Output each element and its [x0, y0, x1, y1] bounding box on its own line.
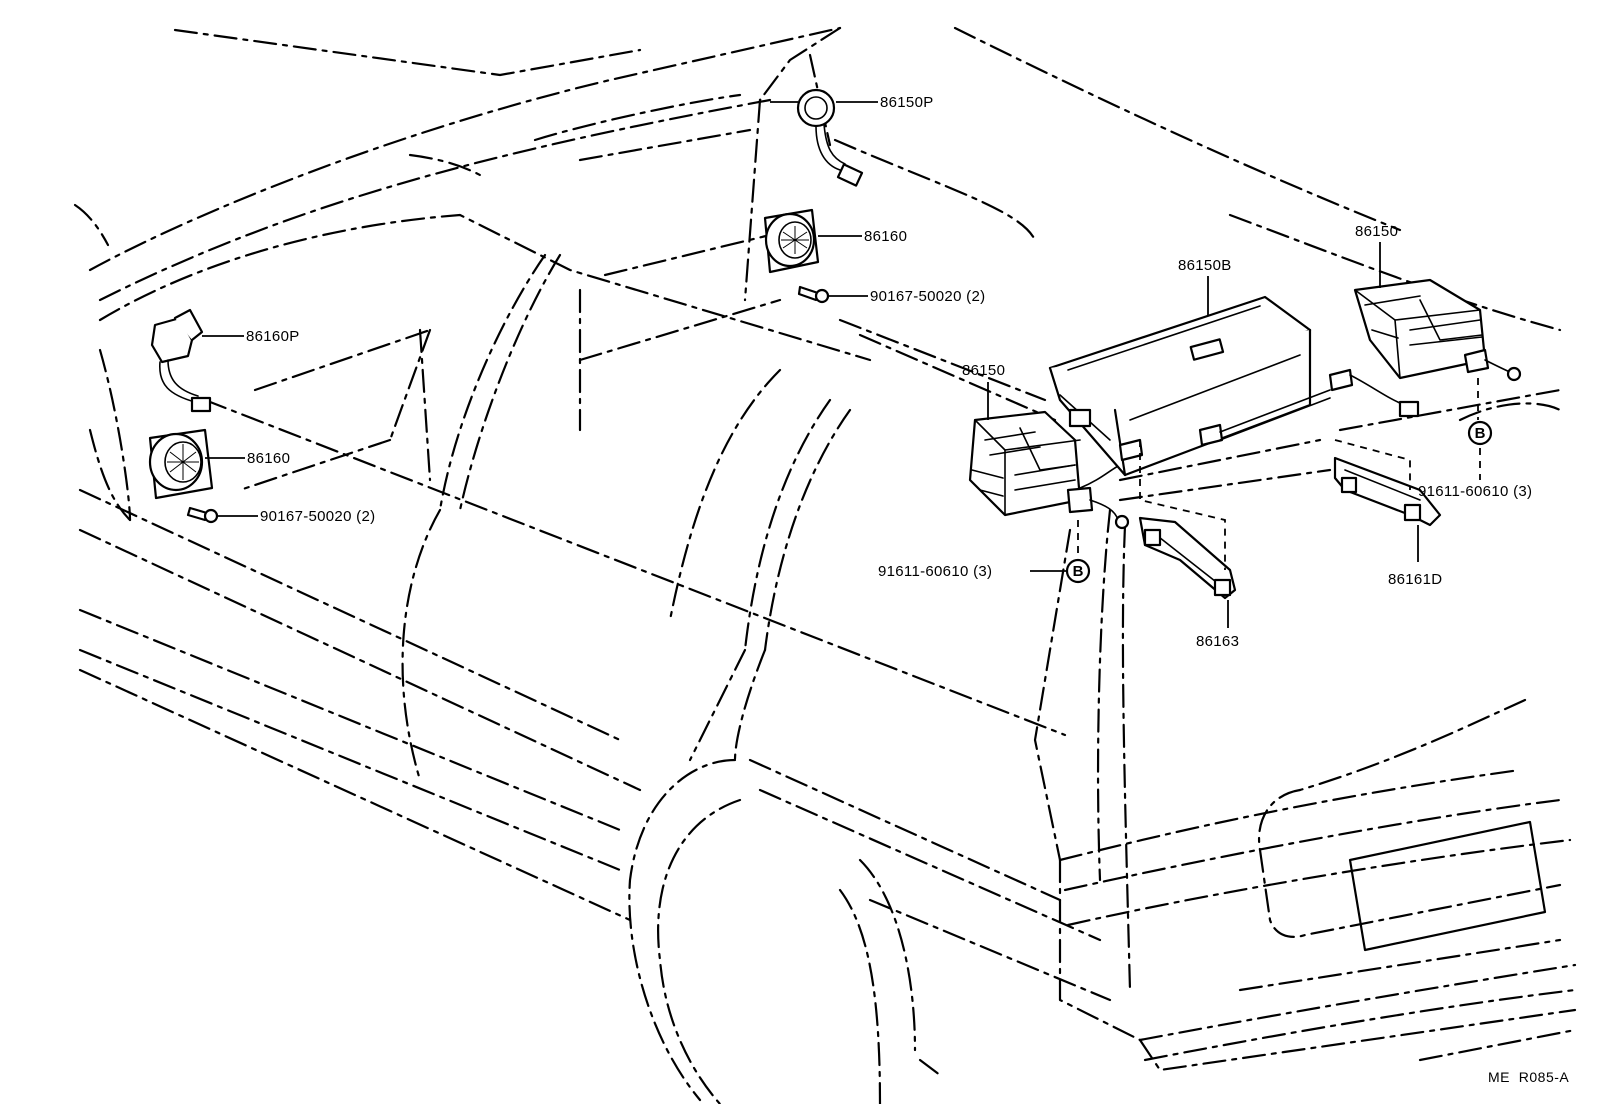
bracket-right: [1333, 456, 1442, 562]
label-speaker-left: 86160: [247, 450, 290, 467]
ref-marker-left-text: B: [1073, 563, 1084, 580]
screw-left: [186, 506, 258, 524]
amplifier: [1048, 276, 1420, 477]
label-amplifier: 86150B: [1178, 257, 1232, 274]
label-bracket-right: 86161D: [1388, 571, 1442, 588]
label-screw-right: 90167-50020 (2): [870, 288, 985, 305]
ref-marker-left: B: [1030, 558, 1091, 584]
vehicle-body-outline: [73, 26, 1577, 1104]
woofer-left: [968, 382, 1151, 530]
speaker-left: [148, 428, 245, 500]
speaker-right: [763, 208, 862, 274]
woofer-right: [1353, 242, 1522, 382]
label-bracket-center: 86163: [1196, 633, 1239, 650]
tweeter-right: [770, 88, 878, 187]
drawing-code: ME R085-A: [1488, 1069, 1569, 1085]
label-woofer-left: 86150: [962, 362, 1005, 379]
label-tweeter-right: 86150P: [880, 94, 934, 111]
ref-marker-right: B: [1467, 420, 1493, 446]
tweeter-left: [150, 308, 244, 413]
screw-right: [797, 285, 868, 304]
bracket-center: [1138, 516, 1237, 628]
label-bolt-left: 91611-60610 (3): [878, 563, 992, 580]
label-speaker-right: 86160: [864, 228, 907, 245]
ref-marker-right-text: B: [1475, 425, 1486, 442]
label-bolt-right: 91611-60610 (3): [1418, 483, 1532, 500]
label-screw-left: 90167-50020 (2): [260, 508, 375, 525]
label-woofer-right: 86150: [1355, 223, 1398, 240]
label-tweeter-left: 86160P: [246, 328, 300, 345]
